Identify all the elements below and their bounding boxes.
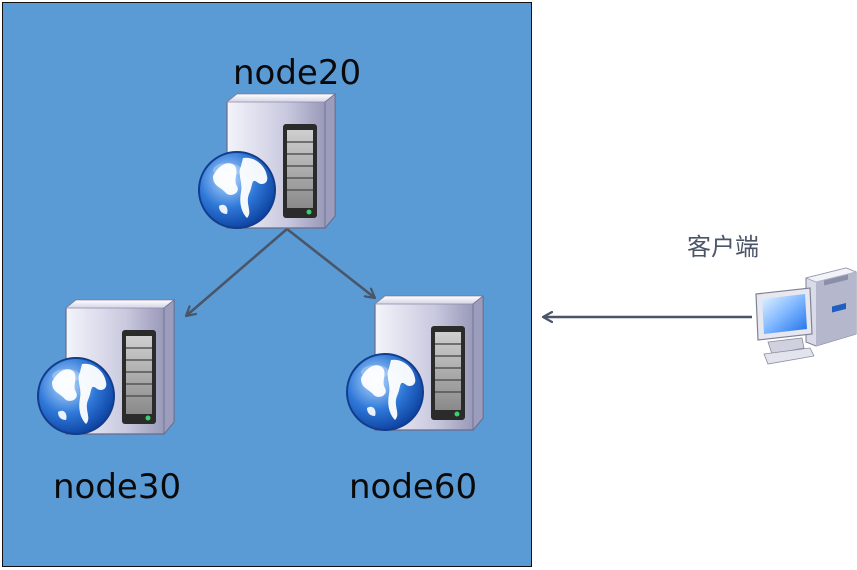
client-label: 客户端 [687,233,759,261]
node-label-right: node60 [349,467,478,507]
edge-node20-to-node30 [186,228,288,316]
edge-node20-to-node60 [286,227,375,298]
desktop-computer-icon [755,267,857,365]
server-globe-icon [198,93,336,229]
node-label-top: node20 [233,53,362,93]
node-label-left: node30 [53,467,182,507]
server-globe-icon [37,299,175,435]
server-globe-icon [346,295,484,431]
